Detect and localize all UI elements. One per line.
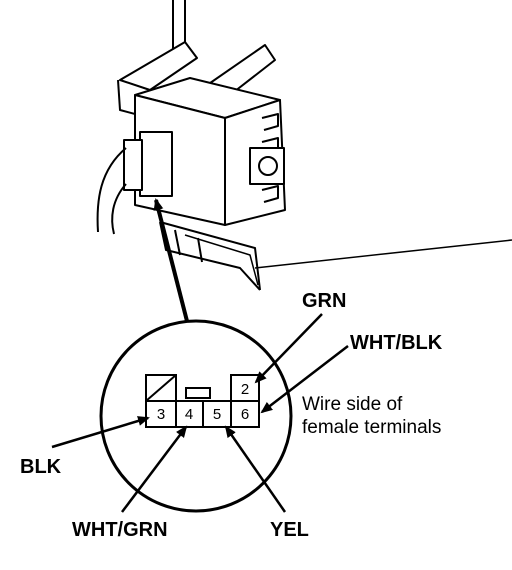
label-blk: BLK — [20, 456, 62, 478]
grn-leader-arrow — [254, 313, 323, 384]
note-line-2: female terminals — [302, 417, 441, 438]
yel-leader-arrow — [224, 425, 287, 513]
wht-blk-leader-arrow — [260, 345, 349, 414]
control-unit-illustration — [96, 0, 512, 291]
label-wht-grn: WHT/GRN — [72, 519, 168, 541]
magnify-leader-arrow — [153, 198, 190, 326]
label-yel: YEL — [270, 519, 309, 541]
note-line-1: Wire side of — [302, 394, 403, 415]
blk-leader-arrow — [51, 416, 150, 449]
label-grn: GRN — [302, 290, 346, 312]
terminal-5: 5 — [213, 406, 221, 423]
wire-leader-lines — [51, 313, 349, 513]
wht-grn-leader-arrow — [121, 425, 188, 513]
label-wht-blk: WHT/BLK — [350, 332, 443, 354]
terminal-6: 6 — [241, 406, 249, 423]
terminal-4: 4 — [185, 406, 193, 423]
connector-face — [145, 374, 260, 428]
terminal-3: 3 — [157, 406, 165, 423]
terminal-2: 2 — [241, 381, 249, 398]
